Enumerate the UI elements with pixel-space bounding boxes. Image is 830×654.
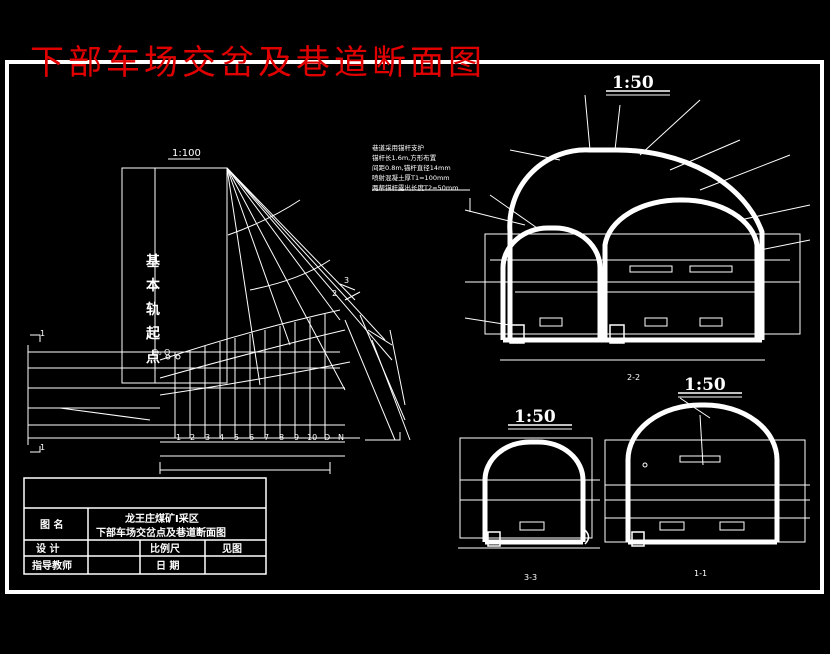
- svg-text:间距0.8m,锚杆直径14mm: 间距0.8m,锚杆直径14mm: [372, 163, 451, 172]
- svg-text:龙王庄煤矿Ⅰ采区: 龙王庄煤矿Ⅰ采区: [124, 512, 199, 525]
- section-2-2-label: 2-2: [627, 373, 640, 382]
- svg-text:D: D: [324, 433, 330, 442]
- svg-text:日 期: 日 期: [156, 559, 179, 572]
- plan-vertical-label: 基 本 轨 起 点: [145, 253, 161, 366]
- section-mark-3: 3: [344, 276, 349, 285]
- svg-text:下部车场交岔点及巷道断面图: 下部车场交岔点及巷道断面图: [96, 526, 226, 539]
- section-mark-left-top: 1: [40, 329, 45, 338]
- section-3-3-scale: 1:50: [514, 407, 556, 427]
- drawing-frame: [5, 60, 824, 594]
- svg-text:3: 3: [205, 433, 210, 442]
- svg-text:9: 9: [294, 433, 299, 442]
- svg-text:喷射混凝土厚T1=100mm: 喷射混凝土厚T1=100mm: [372, 173, 450, 182]
- origin-mark: O₀ O: [152, 348, 170, 357]
- svg-text:见图: 见图: [222, 543, 242, 555]
- title-block-text: 图 名 龙王庄煤矿Ⅰ采区 下部车场交岔点及巷道断面图 设 计 比例尺 见图 指导…: [32, 512, 242, 572]
- plan-scale: 1:100: [172, 148, 201, 159]
- station-numbers: 1 2 3 4 5 6 7 8 9 10 D N: [176, 433, 344, 442]
- drawing-title: 下部车场交岔及巷道断面图: [30, 43, 486, 83]
- svg-text:1: 1: [176, 433, 181, 442]
- rail-start-block: [121, 167, 228, 384]
- svg-text:8: 8: [279, 433, 284, 442]
- svg-text:图 名: 图 名: [40, 518, 63, 531]
- section-2-2: 1:50: [372, 73, 811, 361]
- svg-text:起: 起: [145, 325, 161, 342]
- svg-text:比例尺: 比例尺: [150, 542, 180, 555]
- section-2-2-scale: 1:50: [612, 73, 654, 93]
- section-3-3: 1:50: [458, 407, 600, 549]
- svg-text:轨: 轨: [146, 301, 160, 318]
- svg-text:7: 7: [264, 433, 269, 442]
- svg-text:巷道采用锚杆支护: 巷道采用锚杆支护: [372, 143, 424, 152]
- section-2-2-notes: 巷道采用锚杆支护 锚杆长1.6m,方形布置 间距0.8m,锚杆直径14mm 喷射…: [372, 143, 459, 192]
- section-1-1-label: 1-1: [694, 569, 707, 578]
- svg-text:10: 10: [307, 433, 317, 442]
- title-block: [23, 477, 267, 575]
- svg-text:5: 5: [234, 433, 239, 442]
- svg-text:基: 基: [146, 253, 161, 270]
- svg-text:2: 2: [190, 433, 195, 442]
- svg-text:4: 4: [219, 433, 224, 442]
- svg-text:6: 6: [249, 433, 254, 442]
- section-3-3-label: 3-3: [524, 573, 537, 582]
- svg-text:点: 点: [146, 349, 160, 366]
- section-1-1-scale: 1:50: [684, 375, 726, 395]
- section-1-1: 1:50: [604, 375, 810, 547]
- svg-text:本: 本: [146, 277, 161, 294]
- svg-text:设 计: 设 计: [36, 542, 59, 555]
- svg-text:两帮锚杆露出长度T2=50mm: 两帮锚杆露出长度T2=50mm: [372, 183, 459, 192]
- section-mark-left-bottom: 1: [40, 443, 45, 452]
- plan-view: 1:100: [27, 148, 411, 474]
- section-mark-2: 2: [332, 289, 337, 298]
- svg-text:N: N: [338, 433, 344, 442]
- svg-text:锚杆长1.6m,方形布置: 锚杆长1.6m,方形布置: [372, 153, 437, 162]
- svg-text:指导教师: 指导教师: [32, 559, 72, 572]
